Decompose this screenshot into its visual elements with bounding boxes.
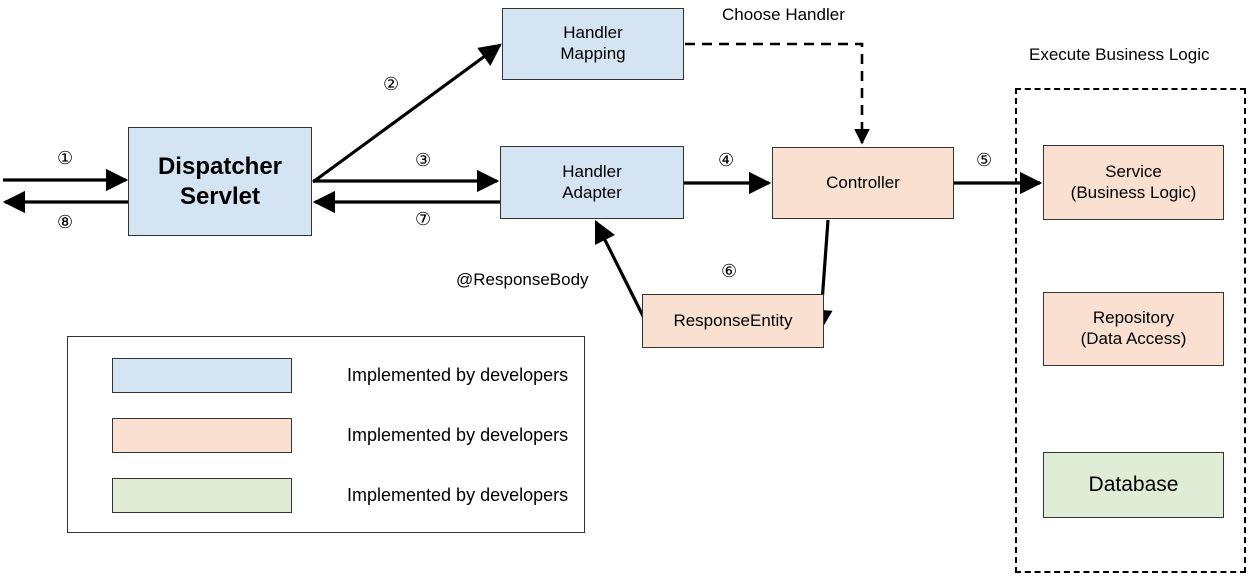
edge-choose-handler-dashed <box>685 42 870 145</box>
legend-item: Implemented by developers <box>112 358 568 393</box>
edge-label-choose-handler: Choose Handler <box>722 5 845 24</box>
edge-responseentity-to-adapter <box>594 219 647 321</box>
node-controller-label: Controller <box>826 172 900 192</box>
legend-box: Implemented by developers Implemented by… <box>67 336 585 533</box>
legend-label: Implemented by developers <box>347 425 569 445</box>
node-database-label: Database <box>1088 473 1179 497</box>
legend-swatch-peach <box>112 418 292 453</box>
legend-swatch-blue <box>112 358 292 393</box>
node-service[interactable]: Service (Business Logic) <box>1043 145 1224 220</box>
edge-label-step4: ④ <box>718 150 735 170</box>
node-handler-mapping[interactable]: Handler Mapping <box>502 8 684 80</box>
node-dispatcher-servlet[interactable]: Dispatcher Servlet <box>128 127 312 236</box>
node-handler-mapping-label: Handler Mapping <box>560 23 626 63</box>
group-execute-business-logic-title: Execute Business Logic <box>1029 45 1210 64</box>
node-controller[interactable]: Controller <box>772 147 954 219</box>
node-database[interactable]: Database <box>1043 452 1224 518</box>
edge-label-step7: ⑦ <box>415 209 432 229</box>
node-handler-adapter[interactable]: Handler Adapter <box>500 146 684 219</box>
edge-label-step3: ③ <box>415 150 432 170</box>
node-repository-label: Repository (Data Access) <box>1080 308 1187 348</box>
edge-label-step6: ⑥ <box>721 261 738 281</box>
legend-item: Implemented by developers <box>112 418 568 453</box>
node-response-entity[interactable]: ResponseEntity <box>642 294 824 348</box>
node-response-entity-label: ResponseEntity <box>673 310 793 330</box>
edge-to-handler-mapping <box>312 43 502 184</box>
node-repository[interactable]: Repository (Data Access) <box>1043 292 1224 366</box>
edge-label-step1: ① <box>57 148 74 168</box>
legend-item: Implemented by developers <box>112 478 568 513</box>
edge-label-step8: ⑧ <box>57 212 74 232</box>
node-service-label: Service (Business Logic) <box>1070 161 1197 202</box>
group-execute-business-logic <box>1015 88 1246 573</box>
legend-label: Implemented by developers <box>347 365 569 385</box>
edge-label-step2: ② <box>383 74 400 94</box>
edge-label-step5: ⑤ <box>976 150 993 170</box>
legend-label: Implemented by developers <box>347 485 569 505</box>
node-dispatcher-servlet-label: Dispatcher Servlet <box>157 153 283 210</box>
edge-label-response-body: @ResponseBody <box>456 270 589 289</box>
legend-swatch-green <box>112 478 292 513</box>
node-handler-adapter-label: Handler Adapter <box>562 161 622 202</box>
